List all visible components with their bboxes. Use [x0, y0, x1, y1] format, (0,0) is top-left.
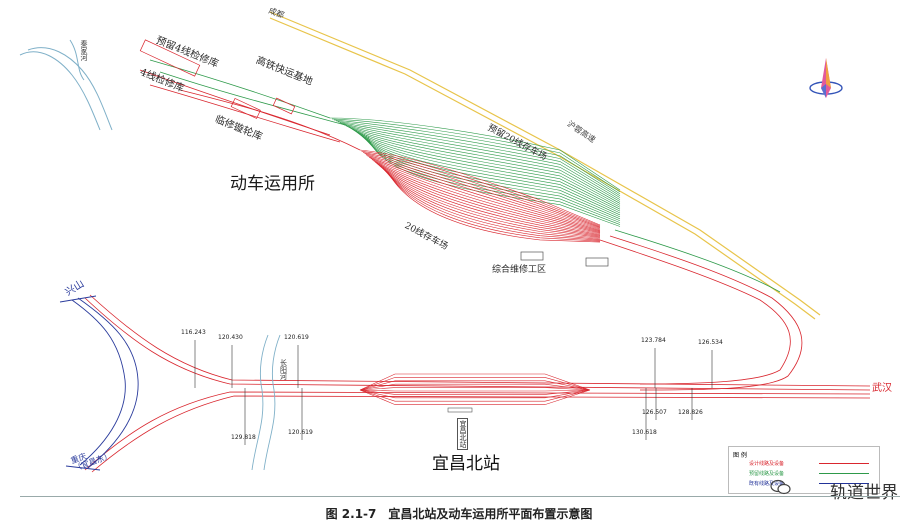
storage-track: [377, 164, 601, 237]
reserved-track: [329, 117, 621, 191]
mileage-label: 129.818: [231, 434, 256, 441]
platform-track: [359, 373, 591, 391]
platform-track: [359, 389, 591, 395]
platform-track: [359, 389, 591, 399]
reserved-track: [335, 120, 621, 197]
mileage-label: 126.534: [698, 339, 723, 346]
legend-swatch: [819, 463, 869, 464]
station-title: 宜昌北站: [432, 454, 500, 474]
legend-swatch: [819, 473, 869, 474]
caption-rule: [20, 496, 900, 497]
legend: 图 例 设计线路及设备预留线路及设备既有线路及设备: [728, 446, 880, 494]
qinjia-river: [19, 39, 113, 131]
compass-icon: [809, 58, 843, 98]
reserved-track: [347, 126, 621, 208]
storage-track: [359, 149, 601, 226]
mileage-markers: [194, 340, 713, 445]
depot-connectors: [139, 59, 803, 391]
storage-track: [367, 155, 601, 230]
mileage-label: 120.619: [288, 429, 313, 436]
storage-track: [374, 161, 601, 235]
storage-track: [379, 165, 601, 237]
maint-area-label: 综合维修工区: [492, 265, 547, 275]
wuhan-label: 武汉: [872, 383, 892, 394]
storage-yard: [359, 149, 601, 243]
station-yard: [359, 373, 591, 413]
main-track: [91, 395, 871, 473]
reserved-track: [337, 121, 621, 198]
reserved-track: [341, 123, 621, 202]
mileage-label: 120.619: [284, 334, 309, 341]
storage-track: [380, 166, 601, 238]
qinjia-river-label: 秦家河: [80, 40, 88, 61]
highway: [269, 11, 821, 320]
existing-lines: [59, 295, 139, 471]
main-track: [84, 297, 871, 391]
storage-track: [371, 159, 601, 233]
storage-track: [362, 152, 601, 228]
mileage-label: 130.618: [632, 429, 657, 436]
legend-item: 设计线路及设备: [749, 461, 785, 467]
platform-track: [359, 383, 591, 391]
reserved-track: [339, 122, 621, 200]
mileage-label: 120.430: [218, 334, 243, 341]
storage-track: [364, 153, 601, 228]
platform-track: [359, 387, 591, 391]
platform-track: [359, 389, 591, 392]
mileage-label: 126.507: [642, 409, 667, 416]
legend-item: 既有线路及设备: [749, 481, 785, 487]
reserved-track: [343, 124, 621, 204]
storage-track: [382, 167, 601, 239]
figure-caption: 图 2.1-7 宜昌北站及动车运用所平面布置示意图: [325, 507, 593, 521]
small-river-label: 长 阳 河: [280, 359, 287, 381]
emu-depot-label: 动车运用所: [230, 174, 315, 194]
storage-track: [376, 162, 601, 236]
legend-item: 预留线路及设备: [749, 471, 785, 477]
storage-track: [361, 150, 601, 227]
reserved-track: [367, 136, 621, 227]
wechat-icon: [770, 479, 791, 495]
main-track: [89, 294, 871, 387]
storage-track: [370, 158, 601, 232]
storage-track: [386, 171, 601, 242]
reserved-track: [355, 130, 621, 216]
reserved-track: [345, 125, 621, 206]
platform: [447, 407, 473, 413]
watermark: 轨道世界: [830, 483, 898, 503]
reserved-track: [331, 118, 621, 193]
legend-title: 图 例: [733, 452, 747, 459]
station-box-label: 宜昌北站: [457, 418, 468, 450]
mileage-label: 123.784: [641, 337, 666, 344]
platform-track: [359, 377, 591, 391]
reserved-track: [333, 119, 621, 195]
storage-track: [388, 172, 601, 243]
mileage-label: 128.826: [678, 409, 703, 416]
platform-track: [359, 389, 591, 405]
station-river: [251, 334, 281, 471]
platform-track: [359, 380, 591, 391]
storage-track: [385, 170, 601, 241]
legend-swatch: [819, 483, 869, 484]
storage-track: [383, 169, 601, 240]
reserved-track: [357, 131, 621, 218]
storage-track: [368, 156, 601, 231]
platform-track: [359, 389, 591, 402]
mileage-label: 116.243: [181, 329, 206, 336]
reserved-track: [351, 128, 621, 212]
maintenance-buildings: [139, 39, 609, 267]
storage-track: [373, 160, 601, 234]
storage-track: [365, 154, 601, 229]
